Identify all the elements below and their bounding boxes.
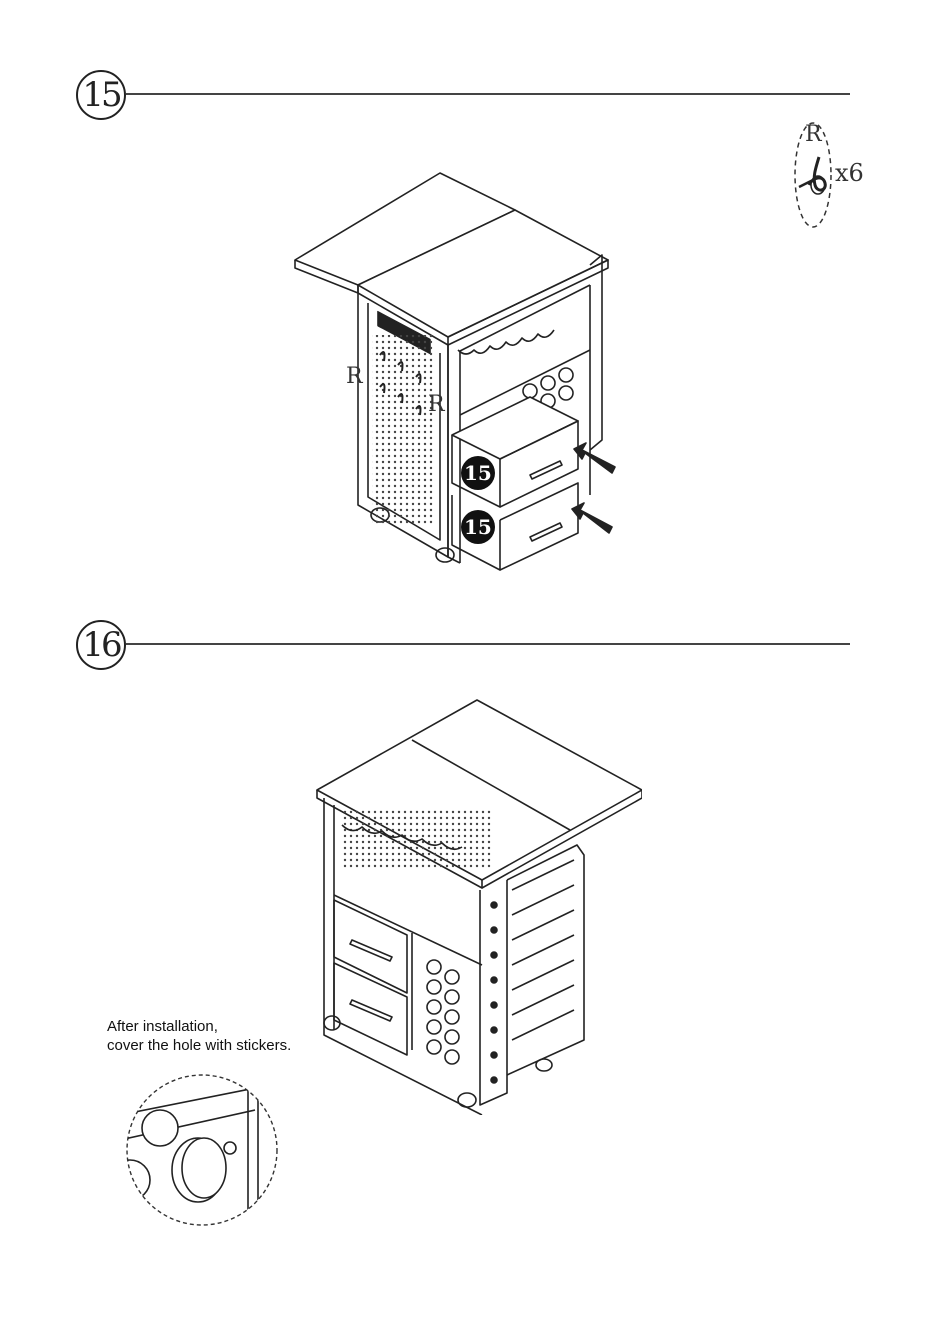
step-16-divider [126, 643, 850, 645]
callout-drawer-bottom: 15 [461, 510, 495, 544]
step-15-number: 15 [82, 75, 119, 115]
svg-text:15: 15 [464, 515, 492, 539]
hardware-quantity: x6 [835, 159, 864, 187]
sticker-note: After installation, cover the hole with … [107, 1017, 291, 1055]
callout-drawer-top: 15 [461, 456, 495, 490]
hook-icon [799, 157, 825, 194]
step-15-divider [126, 93, 850, 95]
step-16-badge: 16 [76, 620, 126, 670]
sticker-note-line-1: After installation, [107, 1017, 291, 1036]
part-label-r-right: R [428, 392, 446, 417]
step-16-illustration [312, 695, 642, 1115]
sticker-note-line-2: cover the hole with stickers. [107, 1036, 291, 1055]
step-16-number: 16 [82, 625, 119, 665]
sticker-detail-magnifier [120, 1070, 285, 1230]
step-15-illustration: R R 15 15 [290, 165, 630, 575]
hardware-legend: R x6 [785, 115, 885, 235]
hardware-label: R [805, 122, 823, 147]
svg-text:15: 15 [464, 461, 492, 485]
part-label-r-left: R [346, 364, 364, 389]
step-15-badge: 15 [76, 70, 126, 120]
